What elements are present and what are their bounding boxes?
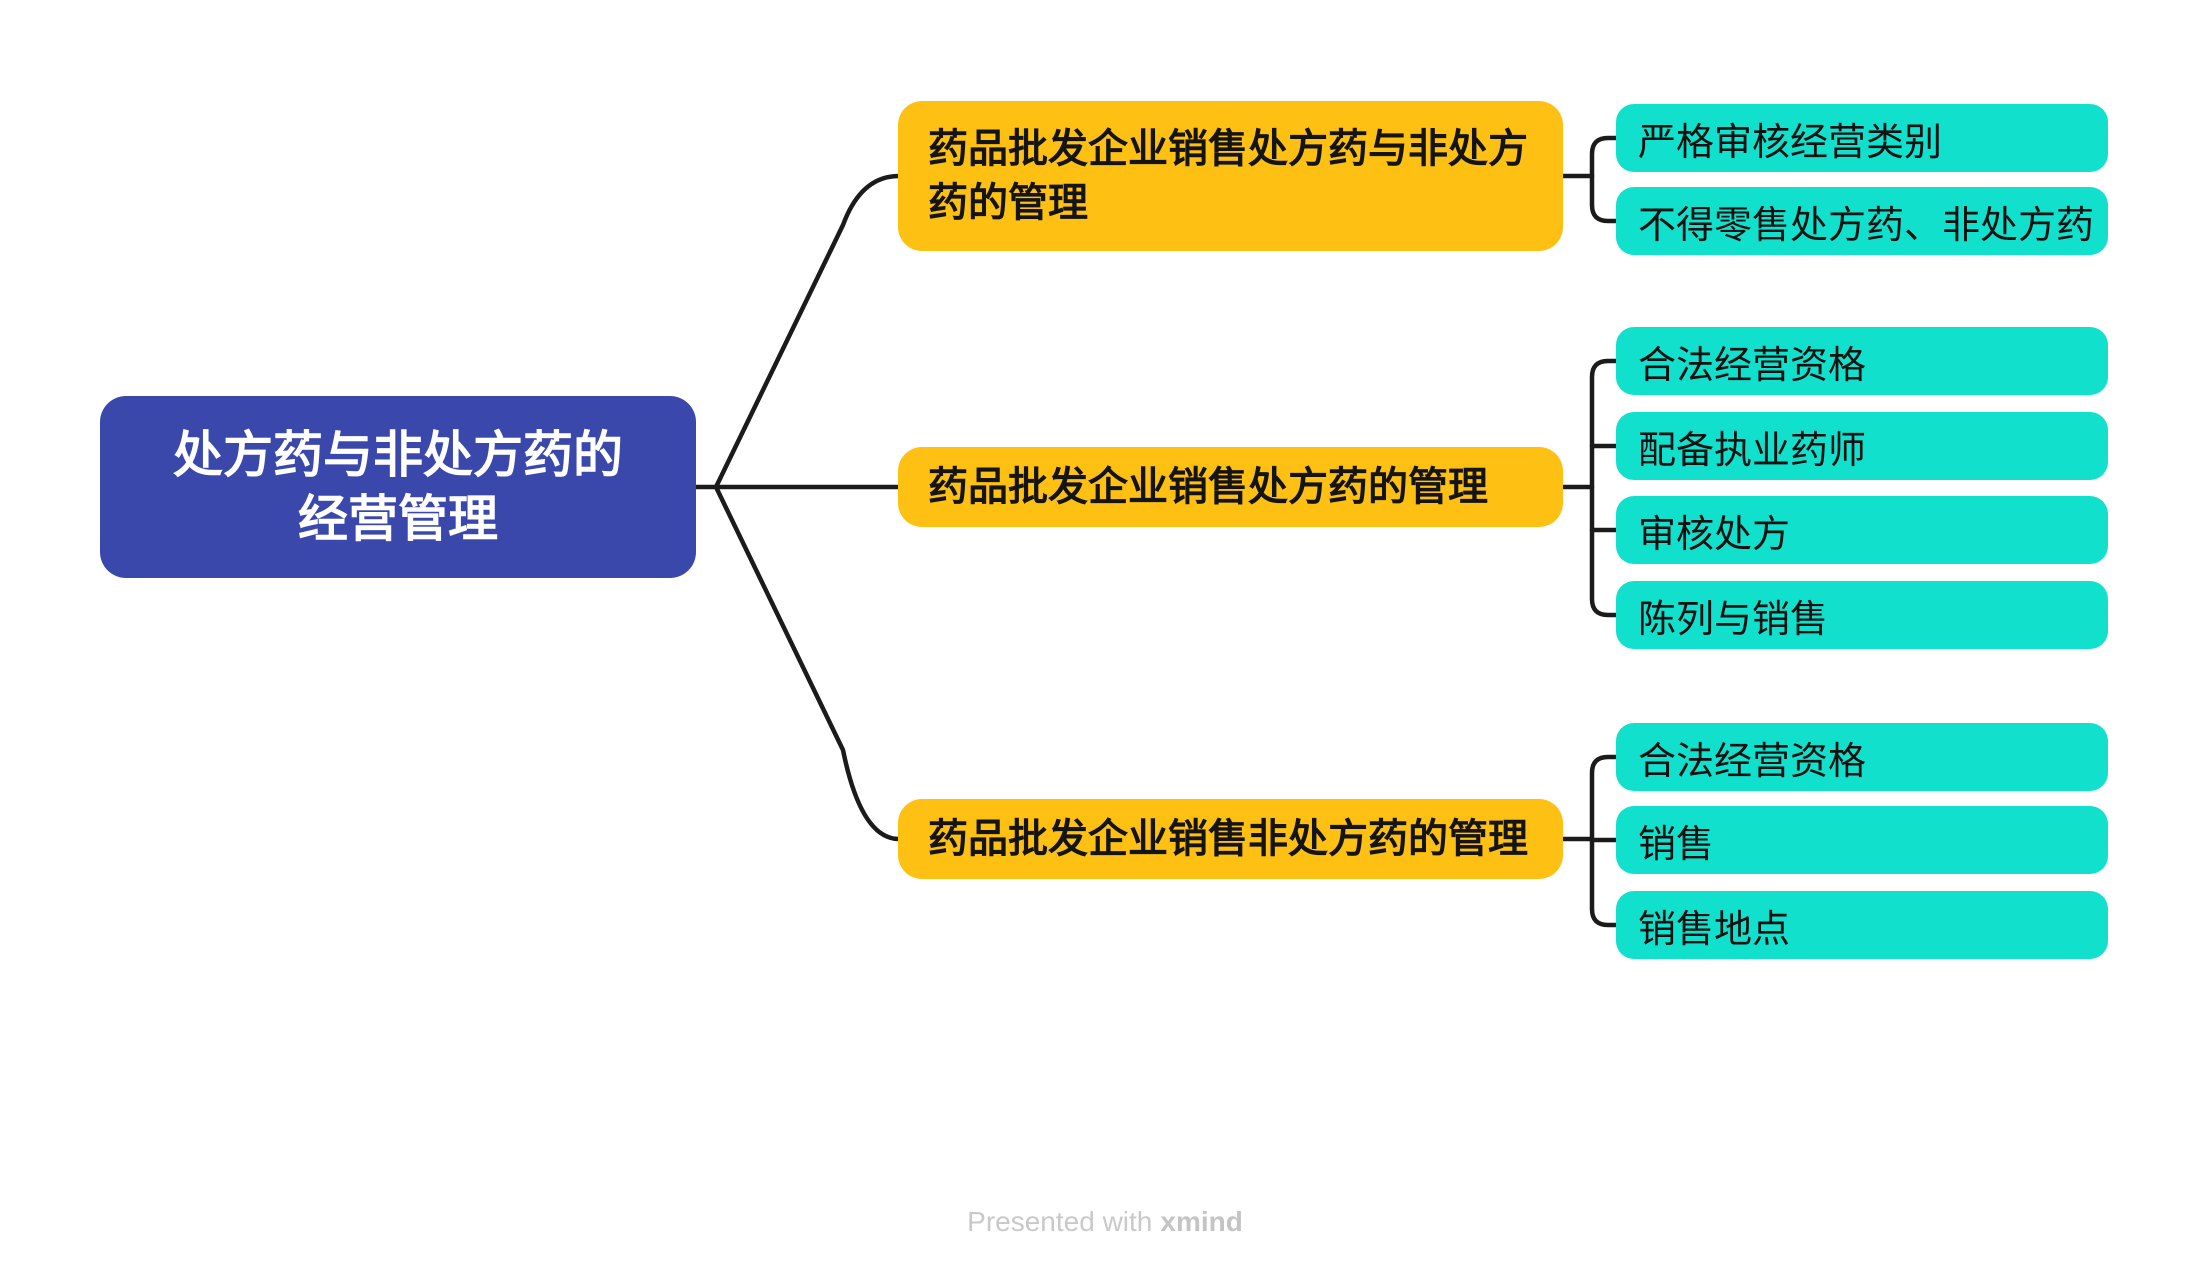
branch-topic-wholesale-rx[interactable]: 药品批发企业销售处方药的管理: [898, 447, 1563, 527]
branch-topic-wholesale-rx-and-otc[interactable]: 药品批发企业销售处方药与非处方 药的管理: [898, 101, 1563, 251]
root-topic[interactable]: 处方药与非处方药的 经营管理: [100, 396, 696, 578]
connector-branch-1-bracket: [1589, 135, 1619, 224]
watermark-prefix: Presented with: [967, 1206, 1153, 1237]
branch-topic-wholesale-otc[interactable]: 药品批发企业销售非处方药的管理: [898, 799, 1563, 879]
leaf-topic[interactable]: 合法经营资格: [1616, 723, 2108, 791]
leaf-topic[interactable]: 配备执业药师: [1616, 412, 2108, 480]
connector-root-branch-1: [713, 173, 902, 490]
leaf-topic-label: 不得零售处方药、非处方药: [1638, 204, 2095, 247]
leaf-topic[interactable]: 销售: [1616, 806, 2108, 874]
leaf-topic[interactable]: 审核处方: [1616, 496, 2108, 564]
leaf-topic-label: 严格审核经营类别: [1638, 121, 1943, 164]
leaf-topic-label: 配备执业药师: [1638, 429, 1867, 472]
root-topic-label: 处方药与非处方药的 经营管理: [173, 427, 623, 547]
connector-branch-3-bracket: [1589, 754, 1619, 928]
leaf-topic[interactable]: 严格审核经营类别: [1616, 104, 2108, 172]
leaf-topic[interactable]: 合法经营资格: [1616, 327, 2108, 395]
leaf-topic-label: 合法经营资格: [1638, 740, 1867, 783]
leaf-topic-label: 销售: [1638, 823, 1715, 866]
xmind-brand-label: xmind: [1160, 1206, 1243, 1237]
branch-topic-label: 药品批发企业销售处方药与非处方 药的管理: [928, 127, 1528, 225]
branch-topic-label: 药品批发企业销售处方药的管理: [928, 465, 1488, 509]
connector-branch-2-bracket: [1589, 358, 1619, 618]
leaf-topic-label: 审核处方: [1638, 513, 1791, 556]
leaf-topic-label: 陈列与销售: [1638, 598, 1829, 641]
leaf-topic[interactable]: 不得零售处方药、非处方药: [1616, 187, 2108, 255]
leaf-topic-label: 销售地点: [1638, 908, 1791, 951]
leaf-topic-label: 合法经营资格: [1638, 344, 1867, 387]
leaf-topic[interactable]: 销售地点: [1616, 891, 2108, 959]
connector-root-branch-3: [713, 484, 902, 842]
branch-topic-label: 药品批发企业销售非处方药的管理: [928, 817, 1528, 861]
leaf-topic[interactable]: 陈列与销售: [1616, 581, 2108, 649]
